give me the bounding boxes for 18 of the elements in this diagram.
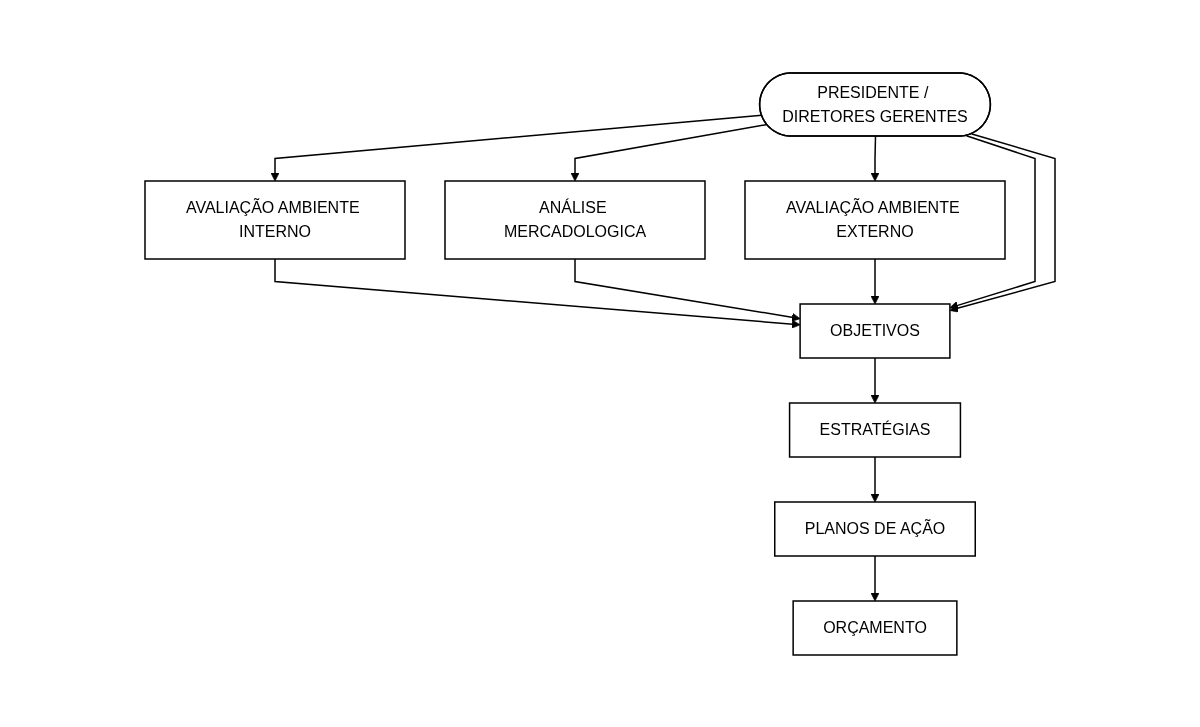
- arrow: [870, 356, 880, 403]
- arrow: [870, 135, 880, 181]
- arrow: [570, 123, 768, 181]
- node-box: PLANOS DE AÇÃO: [774, 500, 976, 557]
- node-box: ESTRATÉGIAS: [788, 401, 962, 458]
- node-box: ANÁLISE MERCADOLOGICA: [444, 179, 706, 260]
- arrow: [574, 257, 801, 322]
- node-box: AVALIAÇÃO AMBIENTE INTERNO: [144, 179, 406, 260]
- node-box: ORÇAMENTO: [792, 599, 958, 656]
- arrow: [949, 132, 1056, 313]
- arrow: [870, 554, 880, 601]
- arrow: [870, 257, 880, 304]
- arrow: [274, 257, 801, 329]
- arrow: [949, 134, 1036, 310]
- arrow: [270, 114, 763, 181]
- node-box: OBJETIVOS: [799, 302, 951, 359]
- node-box: AVALIAÇÃO AMBIENTE EXTERNO: [744, 179, 1006, 260]
- arrow: [870, 455, 880, 502]
